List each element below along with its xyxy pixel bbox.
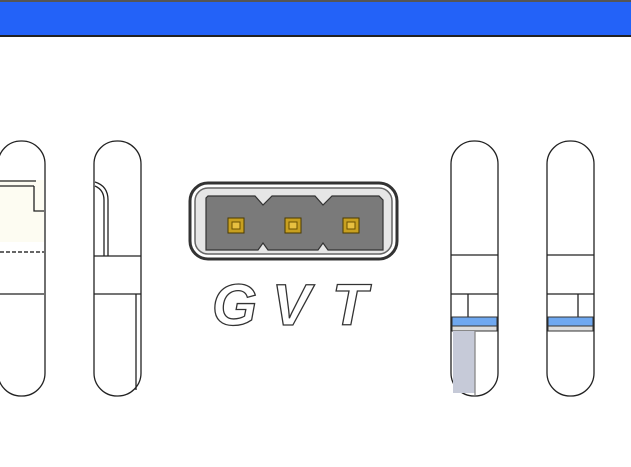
side-view-left-1 [0, 140, 46, 397]
pin-label-g: G [212, 273, 257, 338]
side-view-right-2 [546, 140, 595, 397]
pin-label-v: V [272, 273, 315, 338]
pin-v [284, 217, 302, 234]
pin-g [227, 217, 245, 234]
header-bar [0, 0, 631, 37]
pin-label-t: T [332, 273, 372, 338]
connector-face: G V T [188, 181, 399, 339]
pin-t [342, 217, 360, 234]
side-view-left-2 [93, 140, 142, 397]
side-view-right-1 [450, 140, 499, 397]
